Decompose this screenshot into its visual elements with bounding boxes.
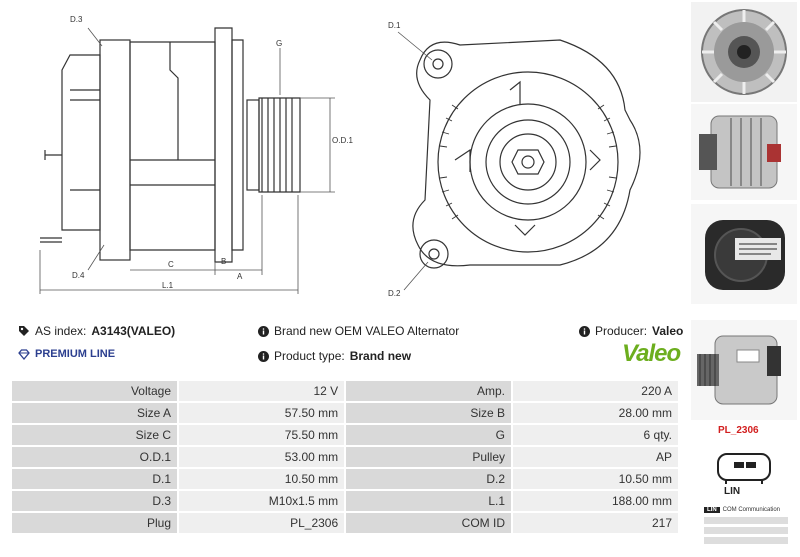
spec-label: D.3: [12, 491, 177, 511]
dim-label-g: G: [276, 39, 282, 48]
spec-label: Plug: [12, 513, 177, 533]
dim-label-a: A: [237, 272, 243, 281]
spec-value: 220 A: [513, 381, 678, 401]
alternator-rear-photo: [691, 2, 797, 102]
dim-label-d4: D.4: [72, 271, 85, 280]
dim-label-d3: D.3: [70, 15, 83, 24]
spec-label: D.2: [346, 469, 512, 489]
producer-value: Valeo: [652, 324, 684, 338]
communication-legend: LIN COM Communication: [704, 506, 788, 546]
spec-value: 75.50 mm: [179, 425, 345, 445]
diamond-icon: [18, 348, 30, 360]
product-type-value: Brand new: [349, 349, 412, 363]
spec-value: 6 qty.: [513, 425, 678, 445]
product-type-label: Product type:: [274, 349, 345, 363]
spec-label: Size B: [346, 403, 512, 423]
tag-icon: [19, 326, 29, 336]
valeo-logo: Valeo: [622, 340, 681, 367]
spec-value: 53.00 mm: [179, 447, 345, 467]
spec-value: 188.00 mm: [513, 491, 678, 511]
comm-row-blank: [704, 536, 788, 544]
dim-label-d1: D.1: [388, 21, 401, 30]
spec-value: 28.00 mm: [513, 403, 678, 423]
dim-label-d2: D.2: [388, 289, 401, 298]
info-icon: [258, 350, 269, 362]
spec-label: Voltage: [12, 381, 177, 401]
comm-row-blank: [704, 516, 788, 524]
spec-label: Amp.: [346, 381, 512, 401]
spec-label: Size C: [12, 425, 177, 445]
producer-label: Producer:: [595, 324, 648, 338]
technical-drawing: D.3 G O.D.1 D.4 C B A L.1 D.1 D.2: [39, 15, 641, 298]
spec-value: 217: [513, 513, 678, 533]
spec-value: 57.50 mm: [179, 403, 345, 423]
spec-value: 12 V: [179, 381, 345, 401]
product-photo-strip: [688, 0, 800, 557]
comm-tag: LIN: [704, 507, 720, 513]
alternator-side-photo: [691, 104, 797, 200]
as-index-row: AS index: A3143(VALEO): [18, 324, 175, 338]
spec-label: COM ID: [346, 513, 512, 533]
premium-line-badge: PREMIUM LINE: [18, 348, 115, 360]
comm-text: COM Communication: [722, 507, 781, 513]
plug-code: PL_2306: [718, 425, 759, 436]
producer-row: Producer: Valeo: [579, 324, 683, 338]
spec-label: O.D.1: [12, 447, 177, 467]
as-index-value: A3143(VALEO): [91, 324, 176, 338]
dim-label-b: B: [221, 257, 226, 266]
info-icon: [579, 325, 590, 337]
lin-connector-icon: [717, 453, 771, 484]
spec-label: Size A: [12, 403, 177, 423]
spec-label: G: [346, 425, 512, 445]
spec-value: 10.50 mm: [513, 469, 678, 489]
comm-row: LIN COM Communication: [704, 506, 788, 514]
spec-value: M10x1.5 mm: [179, 491, 345, 511]
alternator-front-photo: [691, 320, 797, 420]
spec-value: PL_2306: [179, 513, 345, 533]
description-text: Brand new OEM VALEO Alternator: [274, 324, 460, 338]
dim-label-l1: L.1: [162, 281, 174, 290]
dim-label-c: C: [168, 260, 174, 269]
dim-label-od1: O.D.1: [332, 136, 353, 145]
spec-label: Pulley: [346, 447, 512, 467]
alternator-back-photo: [691, 204, 797, 304]
spec-value: AP: [513, 447, 678, 467]
as-index-label: AS index:: [35, 324, 87, 338]
spec-label: D.1: [12, 469, 177, 489]
info-icon: [258, 325, 269, 337]
spec-label: L.1: [346, 491, 512, 511]
connector-label: LIN: [724, 486, 741, 497]
comm-row-blank: [704, 526, 788, 534]
product-type-row: Product type: Brand new: [258, 349, 411, 363]
spec-value: 10.50 mm: [179, 469, 345, 489]
description-row: Brand new OEM VALEO Alternator: [258, 324, 459, 338]
premium-line-label: PREMIUM LINE: [35, 348, 116, 360]
